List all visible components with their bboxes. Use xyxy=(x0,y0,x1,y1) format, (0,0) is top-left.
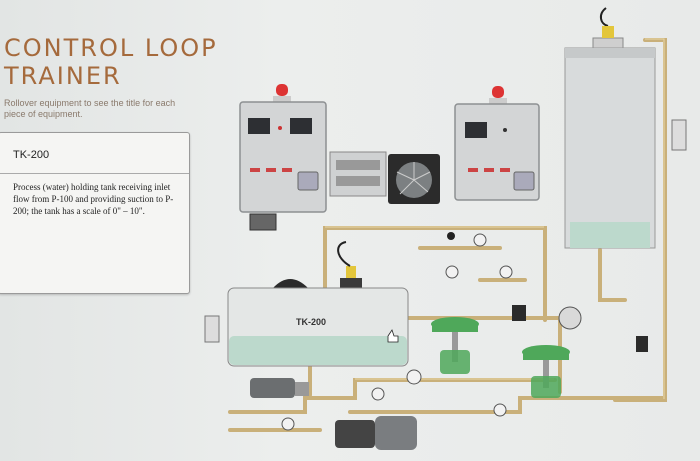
level-sensor-icon xyxy=(600,7,609,27)
control-valve-2[interactable] xyxy=(522,345,570,398)
piping-highlights xyxy=(325,38,665,399)
solenoid-valves[interactable] xyxy=(512,305,648,352)
rollover-hint: Rollover equipment to see the title for … xyxy=(4,98,176,119)
title-line-2: TRAINER xyxy=(4,62,122,90)
chart-recorder[interactable] xyxy=(329,151,440,204)
info-panel-header: TK-200 xyxy=(0,133,189,174)
piping xyxy=(228,38,667,432)
equipment-info-panel: TK-200 Process (water) holding tank rece… xyxy=(0,132,190,294)
tall-tank[interactable] xyxy=(564,7,687,249)
tk-200-tank[interactable]: TK-200 xyxy=(204,241,409,367)
tk-200-label: TK-200 xyxy=(296,317,326,327)
control-valve-1[interactable] xyxy=(431,317,479,374)
pressure-gauge-icon[interactable] xyxy=(281,233,582,431)
title-line-1: CONTROL LOOP xyxy=(4,34,218,62)
page-title: CONTROL LOOP TRAINER xyxy=(4,34,218,90)
pump-p-100[interactable] xyxy=(250,378,309,398)
info-panel-heading: TK-200 xyxy=(13,149,50,161)
level-sensor-icon xyxy=(346,266,356,278)
alarm-beacon-icon xyxy=(276,84,288,96)
alarm-beacon-icon xyxy=(492,86,504,98)
control-panel-1[interactable] xyxy=(239,84,327,231)
info-panel-description: Process (water) holding tank receiving i… xyxy=(13,182,174,216)
hand-cursor-icon xyxy=(387,329,399,343)
black-knob xyxy=(447,232,455,240)
control-panel-2[interactable] xyxy=(454,86,540,201)
pump-p-200[interactable] xyxy=(335,416,417,450)
